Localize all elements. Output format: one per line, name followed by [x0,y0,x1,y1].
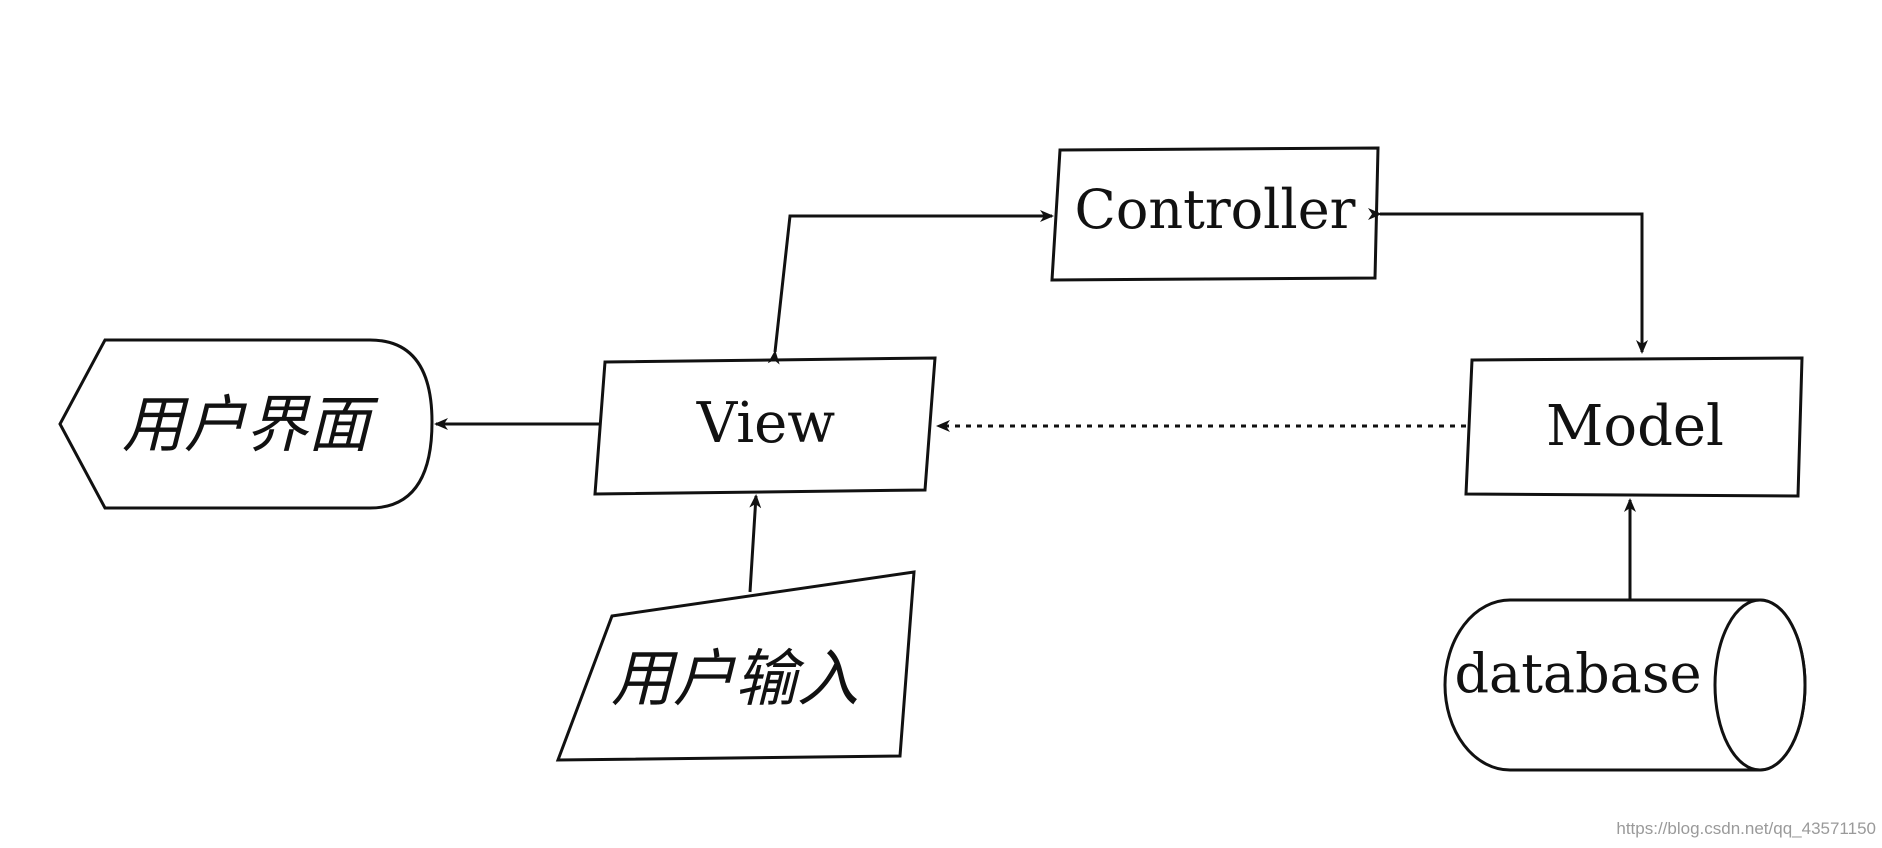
user-input-node: 用户输入 [555,570,916,762]
model-node: Model [1464,356,1804,498]
controller-node: Controller [1050,146,1380,282]
user-interface-label: 用户界面 [122,388,379,461]
view-label: View [696,391,836,456]
database-node: database [1443,598,1807,772]
model-label: Model [1546,394,1724,459]
watermark-text: https://blog.csdn.net/qq_43571150 [1616,819,1876,838]
controller-model-arrow [1368,208,1648,354]
view-node: View [593,356,937,496]
input-to-view-arrow [748,494,762,593]
user-interface-node: 用户界面 [58,338,434,510]
view-controller-arrow [767,210,1054,365]
controller-label: Controller [1075,178,1356,241]
database-label: database [1454,642,1701,705]
user-input-label: 用户输入 [611,642,859,715]
